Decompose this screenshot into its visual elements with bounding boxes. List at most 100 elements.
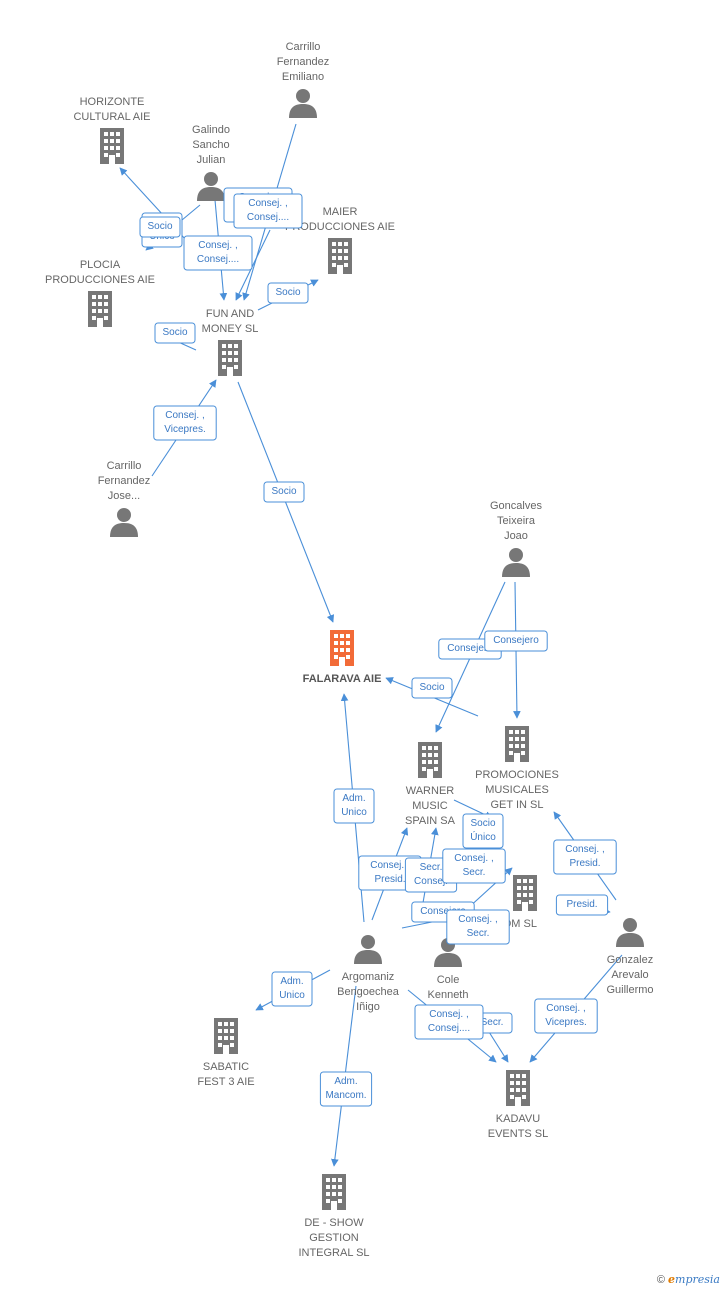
relation-label: Consej. , [429, 1009, 468, 1020]
relation-label: Secr. [463, 867, 486, 878]
person-icon [289, 89, 317, 118]
node-label: Bengoechea [337, 986, 400, 998]
node-label: Emiliano [282, 71, 324, 83]
node-label: Sancho [192, 139, 229, 151]
node-label: Argomaniz [342, 971, 395, 983]
footer-brand: © empresia [657, 1273, 720, 1286]
relation-badge[interactable]: Socio [411, 677, 453, 699]
relation-label: Socio [271, 486, 296, 497]
relation-edge [235, 229, 271, 301]
relation-label: Secr. [467, 928, 490, 939]
node-label: GESTION [309, 1232, 359, 1244]
relation-label: Consej. , [370, 860, 409, 871]
relation-badge[interactable]: Adm.Unico [333, 788, 375, 824]
relation-label: Consej.... [247, 212, 289, 223]
relation-badge[interactable]: Consej. , Consej.... [183, 235, 253, 271]
relation-badge[interactable]: Consej. , Presid. [553, 839, 617, 875]
building-icon [505, 726, 529, 762]
node-label: Kenneth [428, 989, 469, 1001]
relation-badge[interactable]: Socio [267, 282, 309, 304]
node-label: PROMOCIONES [475, 769, 559, 781]
node-label: Joao [504, 530, 528, 542]
relation-badge[interactable]: Socio [263, 481, 305, 503]
relation-badge[interactable]: Consej. ,Consej.... [233, 193, 303, 229]
relation-label: Presid. [374, 874, 405, 885]
person-icon [616, 918, 644, 947]
node-label: MONEY SL [202, 323, 259, 335]
node-label: SABATIC [203, 1061, 249, 1073]
node-label: Jose... [108, 490, 140, 502]
node-label: Cole [437, 974, 460, 986]
person-node-carrillo_jose[interactable]: CarrilloFernandezJose... [98, 460, 151, 537]
relation-label: Consej. , [565, 844, 604, 855]
relation-label: Vicepres. [164, 424, 206, 435]
relation-badge[interactable]: Consej. , Secr. [442, 848, 506, 884]
node-label: Arevalo [611, 969, 648, 981]
relation-label: Socio [275, 287, 300, 298]
relation-badge[interactable]: Consejero [484, 630, 548, 652]
company-node-funmoney[interactable]: FUN AND MONEY SL [202, 308, 259, 376]
relation-badge[interactable]: Consej. , Consej.... [414, 1004, 484, 1040]
node-label: Carrillo [107, 460, 142, 472]
relation-badge[interactable]: Consej. ,Vicepres. [534, 998, 598, 1034]
relation-label: Único [470, 830, 496, 843]
relation-label: Unico [279, 990, 305, 1001]
relation-label: Consej.... [428, 1023, 470, 1034]
relation-label: Consej. , [198, 240, 237, 251]
node-label: Carrillo [286, 41, 321, 53]
relation-label: Presid. [566, 899, 597, 910]
relation-badge[interactable]: Presid. [555, 894, 609, 916]
node-label: MUSICALES [485, 784, 549, 796]
building-icon [214, 1018, 238, 1054]
relation-label: Mancom. [325, 1090, 366, 1101]
relation-label: Consej. , [165, 410, 204, 421]
building-icon [218, 340, 242, 376]
relation-badge[interactable]: Socio [139, 216, 181, 238]
relation-badge[interactable]: Adm.Unico [271, 971, 313, 1007]
company-node-falarava[interactable]: FALARAVA AIE [303, 630, 382, 685]
node-label: Fernandez [277, 56, 330, 68]
relation-badge[interactable]: Consej. ,Secr. [446, 909, 510, 945]
person-icon [197, 172, 225, 201]
person-icon [354, 935, 382, 964]
relation-badge[interactable]: Adm. Mancom. [319, 1071, 373, 1107]
relation-label: Adm. [342, 793, 365, 804]
node-label: EVENTS SL [488, 1128, 549, 1140]
building-icon [88, 291, 112, 327]
node-label: Goncalves [490, 500, 542, 512]
node-label: PLOCIA [80, 259, 121, 271]
relation-label: Adm. [334, 1076, 357, 1087]
building-icon [100, 128, 124, 164]
building-icon [506, 1070, 530, 1106]
relation-label: Consej. , [454, 853, 493, 864]
node-label: Fernandez [98, 475, 151, 487]
relation-label: Socio [470, 818, 495, 829]
relation-label: Secr. [481, 1017, 504, 1028]
relation-badge[interactable]: Socio [154, 322, 196, 344]
brand-logo[interactable]: empresia [668, 1273, 720, 1286]
relation-label: Presid. [569, 858, 600, 869]
person-icon [502, 548, 530, 577]
node-label: Galindo [192, 124, 230, 136]
relation-label: Vicepres. [545, 1017, 587, 1028]
relation-label: Consej.... [197, 254, 239, 265]
relation-badge[interactable]: Consej. , Vicepres. [153, 405, 217, 441]
node-label: FUN AND [206, 308, 254, 320]
relation-label: Socio [419, 682, 444, 693]
